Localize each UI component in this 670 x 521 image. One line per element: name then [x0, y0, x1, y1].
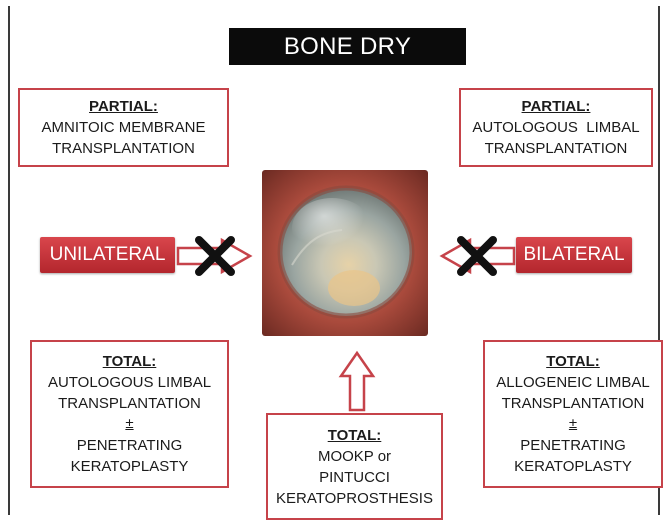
- total-right-line-3: PENETRATING: [520, 435, 626, 456]
- total-center-line-3: KERATOPROSTHESIS: [276, 488, 433, 509]
- total-right-box: TOTAL: ALLOGENEIC LIMBAL TRANSPLANTATION…: [483, 340, 663, 488]
- partial-right-heading: PARTIAL:: [522, 96, 591, 117]
- partial-left-box: PARTIAL: AMNITOIC MEMBRANE TRANSPLANTATI…: [18, 88, 229, 167]
- total-right-heading: TOTAL:: [546, 351, 600, 372]
- total-right-line-2: TRANSPLANTATION: [502, 393, 645, 414]
- total-center-heading: TOTAL:: [328, 425, 382, 446]
- up-arrow-icon: [337, 350, 377, 412]
- partial-left-line-1: AMNITOIC MEMBRANE: [42, 117, 206, 138]
- cross-left-icon: [193, 234, 237, 278]
- ocular-surface-image: [262, 170, 428, 336]
- partial-left-heading: PARTIAL:: [89, 96, 158, 117]
- total-right-plusminus: ±: [569, 416, 577, 432]
- total-right-line-1: ALLOGENEIC LIMBAL: [496, 372, 649, 393]
- total-center-box: TOTAL: MOOKP or PINTUCCI KERATOPROSTHESI…: [266, 413, 443, 520]
- total-left-line-2: TRANSPLANTATION: [58, 393, 201, 414]
- total-left-line-3: PENETRATING: [77, 435, 183, 456]
- partial-right-line-1: AUTOLOGOUS LIMBAL: [472, 117, 639, 138]
- bilateral-label: BILATERAL: [516, 237, 632, 273]
- total-left-heading: TOTAL:: [103, 351, 157, 372]
- total-left-line-1: AUTOLOGOUS LIMBAL: [48, 372, 211, 393]
- diagram-title: BONE DRY SURFACE: [229, 28, 466, 65]
- total-left-line-4: KERATOPLASTY: [71, 456, 189, 477]
- partial-right-line-2: TRANSPLANTATION: [485, 138, 628, 159]
- cross-right-icon: [455, 234, 499, 278]
- total-center-line-2: PINTUCCI: [319, 467, 390, 488]
- partial-right-box: PARTIAL: AUTOLOGOUS LIMBAL TRANSPLANTATI…: [459, 88, 653, 167]
- total-right-line-4: KERATOPLASTY: [514, 456, 632, 477]
- unilateral-label: UNILATERAL: [40, 237, 175, 273]
- total-center-line-1: MOOKP or: [318, 446, 391, 467]
- partial-left-line-2: TRANSPLANTATION: [52, 138, 195, 159]
- total-left-box: TOTAL: AUTOLOGOUS LIMBAL TRANSPLANTATION…: [30, 340, 229, 488]
- total-left-plusminus: ±: [125, 416, 133, 432]
